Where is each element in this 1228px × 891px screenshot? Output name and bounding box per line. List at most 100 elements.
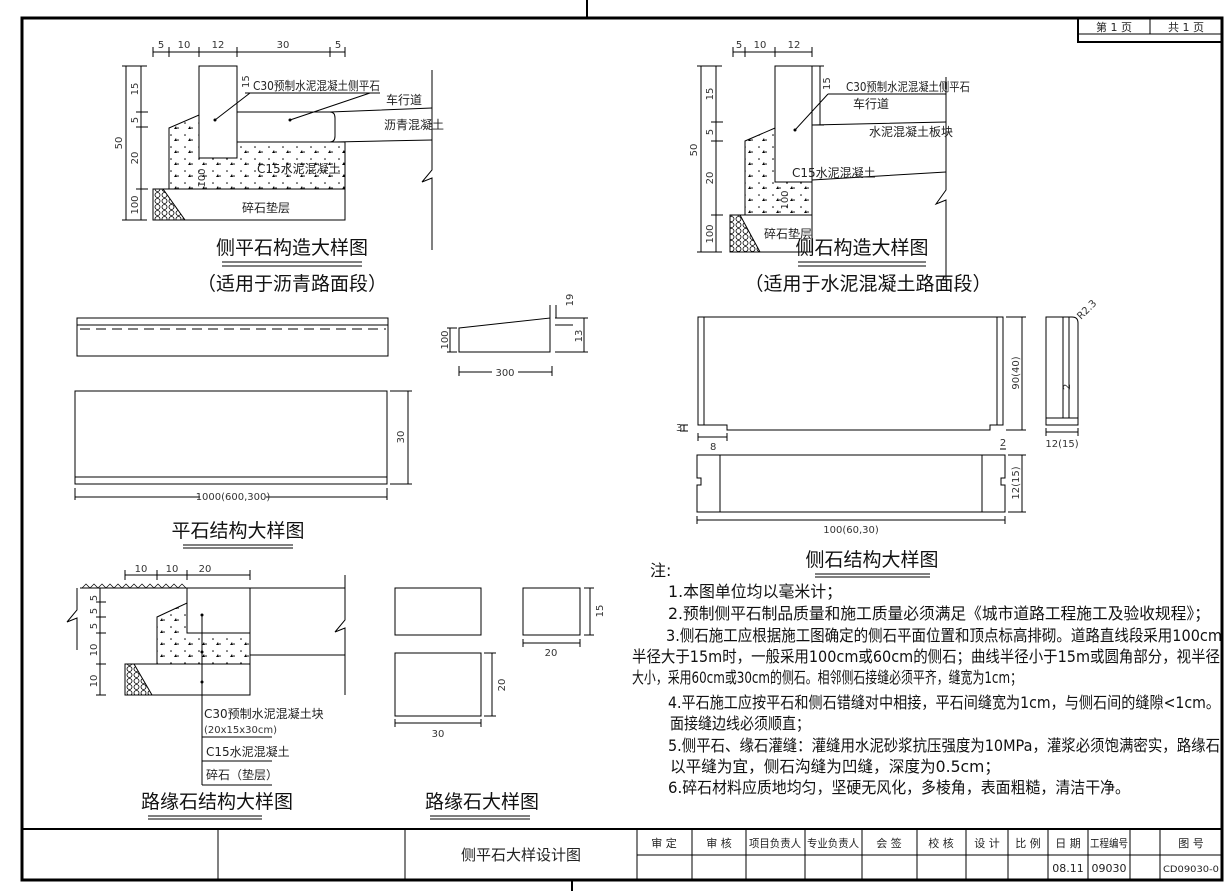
dim: 90(40) xyxy=(1011,356,1022,389)
dim: 15 xyxy=(241,75,252,88)
dim: 5 xyxy=(335,40,341,51)
header-cell: 专业负责人 xyxy=(807,836,859,850)
dim: 15 xyxy=(595,605,606,618)
dim: 1000(600,300) xyxy=(196,492,271,503)
note-line: 5.侧平石、缘石灌缝：灌缝用水泥砂浆抗压强度为10MPa，灌浆必须饱满密实，路缘… xyxy=(668,736,1220,755)
dim: 8 xyxy=(710,442,716,453)
dim: 10 xyxy=(89,675,100,688)
dim: 20 xyxy=(199,564,212,575)
detail-subtitle: （适用于沥青路面段） xyxy=(197,273,387,295)
dim: 100(60,30) xyxy=(823,525,879,536)
dim: 5 xyxy=(736,40,742,51)
dim: 5 xyxy=(158,40,164,51)
label-curb: C30预制水泥混凝土侧平石 xyxy=(253,78,380,93)
dim: 15 xyxy=(130,83,141,96)
dim: 100 xyxy=(130,195,141,214)
dim: 12(15) xyxy=(1045,439,1078,450)
header-cell: 审 核 xyxy=(706,836,732,850)
edge-stone-drawing: 15 20 20 30 路缘石大样图 xyxy=(394,587,606,820)
dim: 5 xyxy=(89,623,100,629)
dim: 12 xyxy=(212,40,225,51)
note-line: 大小，采用60cm或30cm的侧石。相邻侧石接缝必须平齐，缝宽为1cm； xyxy=(632,668,1022,687)
dim: 100 xyxy=(440,330,451,349)
dim: 15 xyxy=(822,77,833,90)
dim: 50 xyxy=(114,137,125,150)
side-stone-drawing: 90(40) 3 8 R2.3 2 12(15) 2 12(15) 100(60… xyxy=(676,298,1099,578)
detail-title: 侧平石构造大样图 xyxy=(216,237,368,259)
label-pavement: 水泥混凝土板块 xyxy=(869,124,953,139)
header-cell: 校 核 xyxy=(928,836,954,850)
flat-stone-drawing: 30 1000(600,300) 100 300 13 19 平石结构大样图 xyxy=(74,294,588,549)
dim: R2.3 xyxy=(1075,298,1099,322)
dim: 15 xyxy=(705,88,716,101)
header-cell: 日 期 xyxy=(1055,837,1081,850)
page-total: 共 1 页 xyxy=(1168,21,1204,34)
label-block: C30预制水泥混凝土块 xyxy=(204,706,324,721)
page-indicator: 第 1 页 共 1 页 xyxy=(1077,17,1223,43)
dim: 5 xyxy=(89,595,100,601)
dim: 30 xyxy=(432,729,445,740)
dim: 19 xyxy=(565,294,576,307)
detail-title: 平石结构大样图 xyxy=(171,520,304,542)
label-lane: 车行道 xyxy=(853,96,889,111)
note-line: 3.侧石施工应根据施工图确定的侧石平面位置和顶点标高排砌。道路直线段采用100c… xyxy=(666,626,1222,645)
dim: 100 xyxy=(780,190,791,209)
dim: 13 xyxy=(574,330,585,343)
dim: 300 xyxy=(495,368,514,379)
note-line: 6.碎石材料应质地均匀，坚硬无风化，多棱角，表面粗糙，清洁干净。 xyxy=(668,778,1130,797)
dim: 10 xyxy=(178,40,191,51)
header-cell: 会 签 xyxy=(876,836,902,850)
dim: 30 xyxy=(277,40,290,51)
date-value: 08.11 xyxy=(1052,862,1084,875)
label-gravel: 碎石垫层 xyxy=(764,226,812,241)
detail-title: 路缘石大样图 xyxy=(425,791,539,813)
note-line: 以平缝为宜，侧石沟缝为凹缝，深度为0.5cm； xyxy=(670,757,1000,776)
dim: 3 xyxy=(676,423,682,434)
dim: 5 xyxy=(89,608,100,614)
label-pavement: 沥青混凝土 xyxy=(384,117,444,132)
page-current: 第 1 页 xyxy=(1096,20,1132,34)
note-line: 半径大于15m时，一般采用100cm或60cm的侧石；曲线半径小于15m或圆角部… xyxy=(632,647,1220,666)
dim: 100 xyxy=(197,168,208,187)
note-line: 2.预制侧平石制品质量和施工质量必须满足《城市道路工程施工及验收规程》； xyxy=(668,604,1210,623)
note-line: 4.平石施工应按平石和侧石错缝对中相接，平石间缝宽为1cm，与侧石间的缝隙<1c… xyxy=(668,693,1220,712)
dim: 20 xyxy=(497,679,508,692)
detail-title: 侧石结构大样图 xyxy=(805,549,938,571)
label-lane: 车行道 xyxy=(386,92,422,107)
dim: 2 xyxy=(1062,384,1073,390)
label-block-size: (20x15x30cm) xyxy=(204,725,277,736)
label-gravel: 碎石（垫层） xyxy=(206,767,278,782)
edge-stone-structure-drawing: 10 10 20 5 5 5 10 10 C30预制水泥混凝土块 (20x15x… xyxy=(66,564,346,820)
dim: 12 xyxy=(788,40,801,51)
header-cell: 图 号 xyxy=(1178,837,1204,850)
label-gravel: 碎石垫层 xyxy=(242,200,290,215)
label-base: C15水泥混凝土 xyxy=(792,165,876,180)
dim: 12(15) xyxy=(1011,466,1022,499)
drawing-number: CD09030-0 xyxy=(1163,865,1219,875)
dim: 10 xyxy=(166,564,179,575)
dim: 20 xyxy=(545,648,558,659)
dim: 5 xyxy=(705,129,716,135)
dim: 50 xyxy=(689,144,700,157)
project-number: 09030 xyxy=(1092,862,1127,875)
dim: 20 xyxy=(130,152,141,165)
label-base: C15水泥混凝土 xyxy=(206,744,290,759)
header-cell: 设 计 xyxy=(974,837,1000,850)
notes: 注: 1.本图单位均以毫米计； 2.预制侧平石制品质量和施工质量必须满足《城市道… xyxy=(632,561,1222,797)
title-block: 侧平石大样设计图 审 定 审 核 项目负责人 专业负责人 会 签 校 核 设 计… xyxy=(0,16,1228,891)
detail-subtitle: （适用于水泥混凝土路面段） xyxy=(744,273,991,295)
dim: 10 xyxy=(135,564,148,575)
note-line: 1.本图单位均以毫米计； xyxy=(668,582,842,601)
dim: 2 xyxy=(1000,438,1006,449)
detail-asphalt-section: 5 10 12 30 5 50 15 5 20 100 15 100 C30预制… xyxy=(114,40,444,295)
header-cell: 审 定 xyxy=(651,836,677,850)
label-curb: C30预制水泥混凝土侧平石 xyxy=(846,79,970,94)
note-line: 面接缝边线必须顺直； xyxy=(670,714,810,733)
notes-heading: 注: xyxy=(650,561,671,580)
detail-concrete-section: 5 10 12 50 15 5 20 100 15 100 C30预制水泥混凝土… xyxy=(689,40,992,295)
dim: 10 xyxy=(89,644,100,657)
dim: 100 xyxy=(705,224,716,243)
dim: 5 xyxy=(130,117,141,123)
detail-title: 侧石构造大样图 xyxy=(795,237,928,259)
